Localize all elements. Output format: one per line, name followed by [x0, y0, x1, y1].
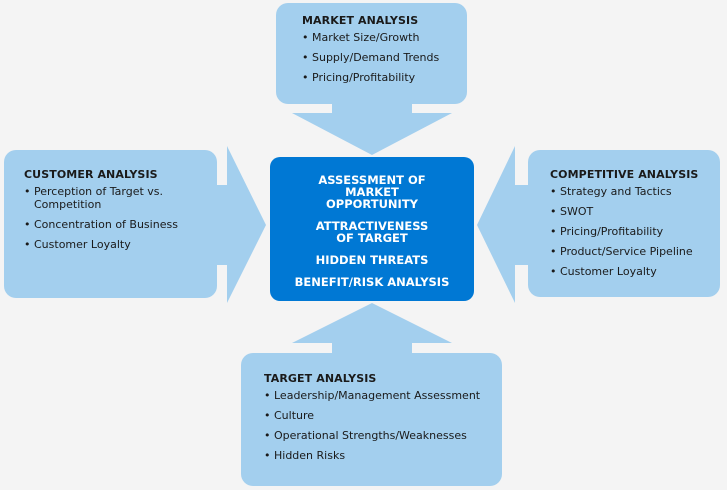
list-item: Pricing/Profitability	[302, 71, 467, 84]
list-item: Customer Loyalty	[24, 238, 174, 251]
competitive-analysis-list: Strategy and Tactics SWOT Pricing/Profit…	[550, 185, 720, 278]
list-item: SWOT	[550, 205, 720, 218]
list-item: Perception of Target vs. Competition	[24, 185, 174, 211]
list-item: Leadership/Management Assessment	[264, 389, 502, 402]
list-item: Strategy and Tactics	[550, 185, 720, 198]
list-item: Culture	[264, 409, 502, 422]
arrow-right-customer	[213, 146, 266, 303]
center-line-hidden-threats: HIDDEN THREATS	[315, 253, 429, 267]
center-line-attractiveness: ATTRACTIVENESS OF TARGET	[315, 219, 429, 245]
center-line-market-opportunity: ASSESSMENT OF MARKET OPPORTUNITY	[318, 173, 426, 211]
target-analysis-box: TARGET ANALYSIS Leadership/Management As…	[241, 353, 502, 486]
arrow-down-market	[292, 100, 452, 155]
customer-analysis-list: Perception of Target vs. Competition Con…	[24, 185, 178, 251]
list-item: Customer Loyalty	[550, 265, 720, 278]
target-analysis-title: TARGET ANALYSIS	[264, 372, 377, 385]
arrow-up-target	[292, 303, 452, 357]
competitive-analysis-box: COMPETITIVE ANALYSIS Strategy and Tactic…	[528, 150, 720, 297]
list-item: Concentration of Business	[24, 218, 178, 231]
list-item: Product/Service Pipeline	[550, 245, 720, 258]
market-analysis-list: Market Size/Growth Supply/Demand Trends …	[302, 31, 467, 84]
market-analysis-title: MARKET ANALYSIS	[302, 14, 419, 27]
list-item: Supply/Demand Trends	[302, 51, 467, 64]
list-item: Hidden Risks	[264, 449, 502, 462]
arrow-left-competitive	[477, 146, 532, 303]
assessment-center-box: ASSESSMENT OF MARKET OPPORTUNITY ATTRACT…	[270, 157, 474, 301]
market-analysis-box: MARKET ANALYSIS Market Size/Growth Suppl…	[276, 3, 467, 104]
competitive-analysis-title: COMPETITIVE ANALYSIS	[550, 168, 699, 181]
list-item: Pricing/Profitability	[550, 225, 720, 238]
center-line-benefit-risk: BENEFIT/RISK ANALYSIS	[294, 275, 450, 289]
list-item: Market Size/Growth	[302, 31, 467, 44]
list-item: Operational Strengths/Weaknesses	[264, 429, 502, 442]
target-analysis-list: Leadership/Management Assessment Culture…	[264, 389, 502, 462]
customer-analysis-box: CUSTOMER ANALYSIS Perception of Target v…	[4, 150, 217, 298]
customer-analysis-title: CUSTOMER ANALYSIS	[24, 168, 158, 181]
